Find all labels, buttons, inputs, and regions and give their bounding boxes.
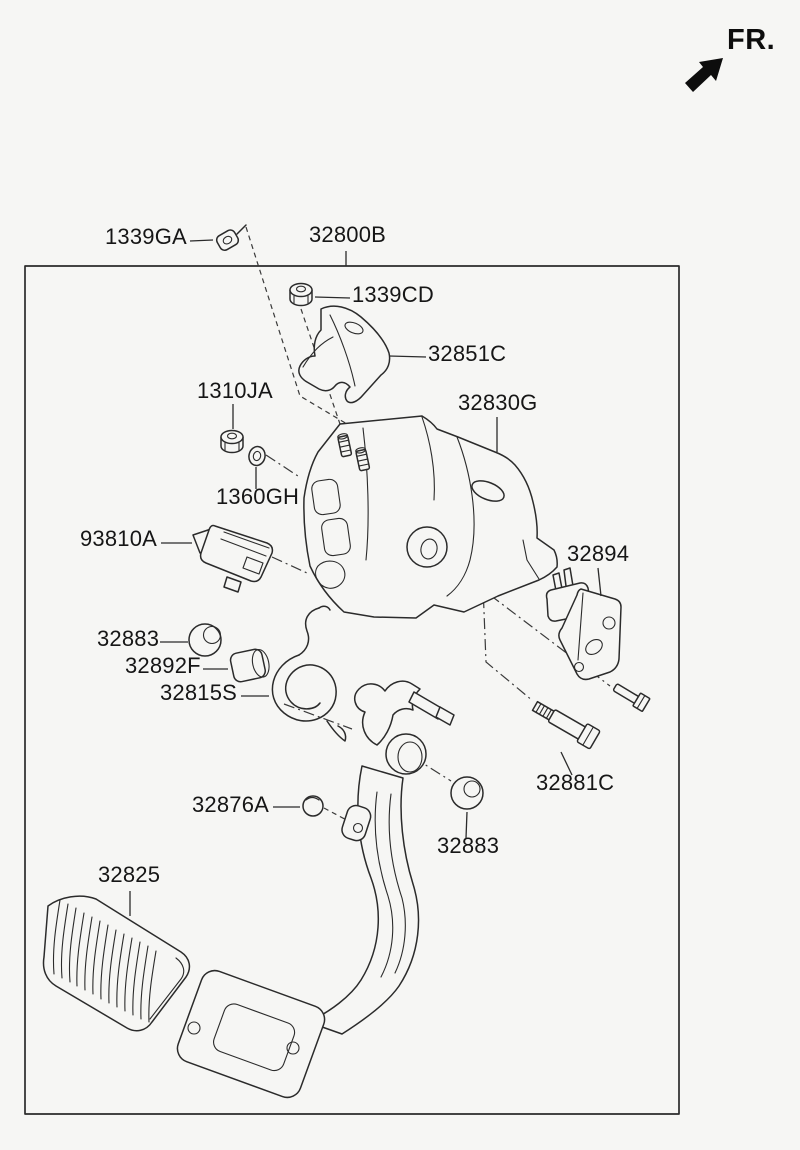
part-drawing-grommet-32883-lower xyxy=(450,776,484,810)
part-drawing-member-32830g xyxy=(303,415,558,619)
part-drawing-switch-32894 xyxy=(545,567,622,681)
part-label-32876a: 32876A xyxy=(192,792,270,817)
part-label-1339cd: 1339CD xyxy=(352,282,434,307)
front-direction-label: FR. xyxy=(727,24,776,56)
part-label-32894: 32894 xyxy=(567,541,630,566)
part-label-93810a: 93810A xyxy=(80,526,158,551)
part-drawing-spring-32815s xyxy=(271,605,347,742)
part-drawing-grommet-32883-upper xyxy=(188,623,222,657)
part-label-1360gh: 1360GH xyxy=(216,484,300,509)
part-drawing-washer-1360gh xyxy=(248,445,266,467)
part-label-32892f: 32892F xyxy=(125,653,201,678)
part-drawing-pedal-arm xyxy=(307,680,455,1035)
part-drawing-bolt-32881c xyxy=(531,700,601,750)
part-drawing-pad-32825 xyxy=(42,895,191,1032)
part-label-1310ja: 1310JA xyxy=(197,378,273,403)
part-drawing-nut-1339cd xyxy=(289,282,313,307)
part-label-32830g: 32830G xyxy=(458,390,538,415)
assembly-boundary-box xyxy=(24,265,680,1115)
part-drawing-small-bolt xyxy=(612,683,651,712)
part-drawing-plug-32876a xyxy=(302,795,324,817)
part-drawing-bushing-32892f xyxy=(229,648,270,683)
part-drawing-nut-1310ja xyxy=(220,429,244,454)
leader-lines xyxy=(129,239,602,916)
part-drawing-bracket-32851c xyxy=(298,305,391,404)
part-label-32883-lower: 32883 xyxy=(437,833,500,858)
part-drawing-clip-1339ga xyxy=(215,224,247,251)
part-label-32881c: 32881C xyxy=(536,770,615,795)
part-label-32815s: 32815S xyxy=(160,680,238,705)
part-drawing-pedal-plate xyxy=(176,969,326,1099)
part-label-32851c: 32851C xyxy=(428,341,507,366)
part-label-1339ga: 1339GA xyxy=(105,224,187,249)
front-direction-arrow-icon xyxy=(685,58,723,92)
part-label-32800b: 32800B xyxy=(309,222,387,247)
part-label-32883-upper: 32883 xyxy=(97,626,160,651)
part-drawing-sensor-93810a xyxy=(192,524,274,593)
part-label-32825: 32825 xyxy=(98,862,161,887)
